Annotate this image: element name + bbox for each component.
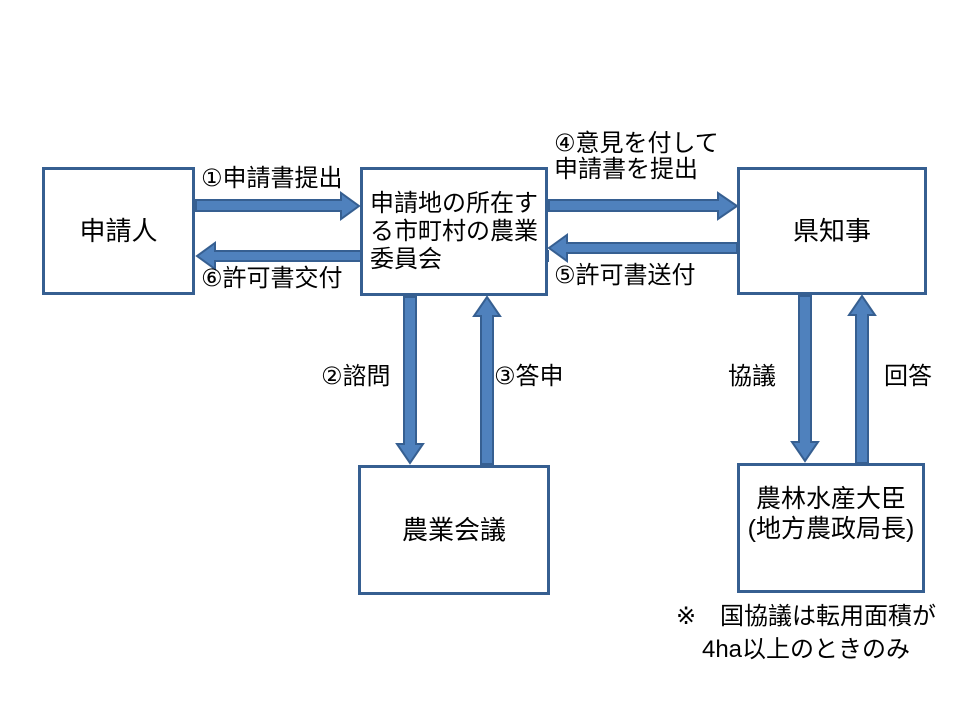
edge-label-forward-with-opinion: ④意見を付して 申請書を提出 bbox=[554, 130, 719, 183]
node-applicant: 申請人 bbox=[42, 167, 195, 295]
arrow-forward-with-opinion bbox=[548, 191, 739, 221]
arrow-submit-application bbox=[195, 191, 361, 221]
arrow-consult-conference bbox=[395, 296, 425, 465]
edge-label-report-back: ③答申 bbox=[494, 363, 564, 390]
edge-label-consult-conference: ②諮問 bbox=[321, 363, 391, 390]
arrow-report-back bbox=[472, 295, 502, 465]
edge-label-submit-application: ①申請書提出 bbox=[201, 165, 343, 192]
arrow-consult-minister bbox=[790, 295, 820, 463]
node-agricultural-conference: 農業会議 bbox=[358, 465, 550, 595]
edge-label-reply-governor: 回答 bbox=[884, 363, 932, 390]
arrow-permit-send bbox=[547, 233, 738, 263]
node-prefectural-governor: 県知事 bbox=[737, 167, 927, 295]
arrow-reply-governor bbox=[847, 294, 877, 464]
edge-label-permit-send: ⑤許可書送付 bbox=[554, 262, 696, 289]
footnote: ※ 国協議は転用面積が 4ha以上のときのみ bbox=[675, 603, 937, 663]
edge-label-permit-issue: ⑥許可書交付 bbox=[201, 265, 343, 292]
node-agricultural-committee: 申請地の所在する市町村の農業委員会 bbox=[360, 167, 548, 296]
edge-label-consult-minister: 協議 bbox=[728, 363, 776, 390]
node-agriculture-minister: 農林水産大臣 (地方農政局長) bbox=[737, 463, 925, 593]
